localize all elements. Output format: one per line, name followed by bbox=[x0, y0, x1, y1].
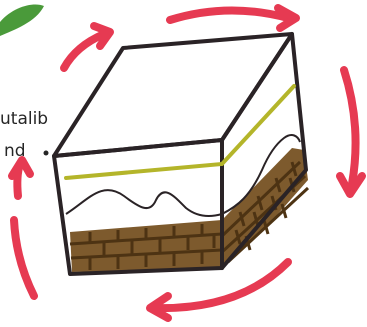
label-line-2: nd bbox=[4, 141, 26, 161]
front-wavy-boundary bbox=[66, 190, 222, 216]
arrow-left-lower bbox=[14, 220, 34, 296]
front-bricks bbox=[70, 220, 222, 272]
green-leaf-mark bbox=[0, 5, 44, 36]
label-dot bbox=[44, 151, 49, 156]
arrow-top-left bbox=[64, 34, 104, 68]
arrow-right bbox=[344, 70, 356, 184]
box-top-face bbox=[54, 34, 292, 156]
arrow-top-right bbox=[170, 10, 288, 20]
label-line-1: utalib bbox=[0, 109, 48, 129]
